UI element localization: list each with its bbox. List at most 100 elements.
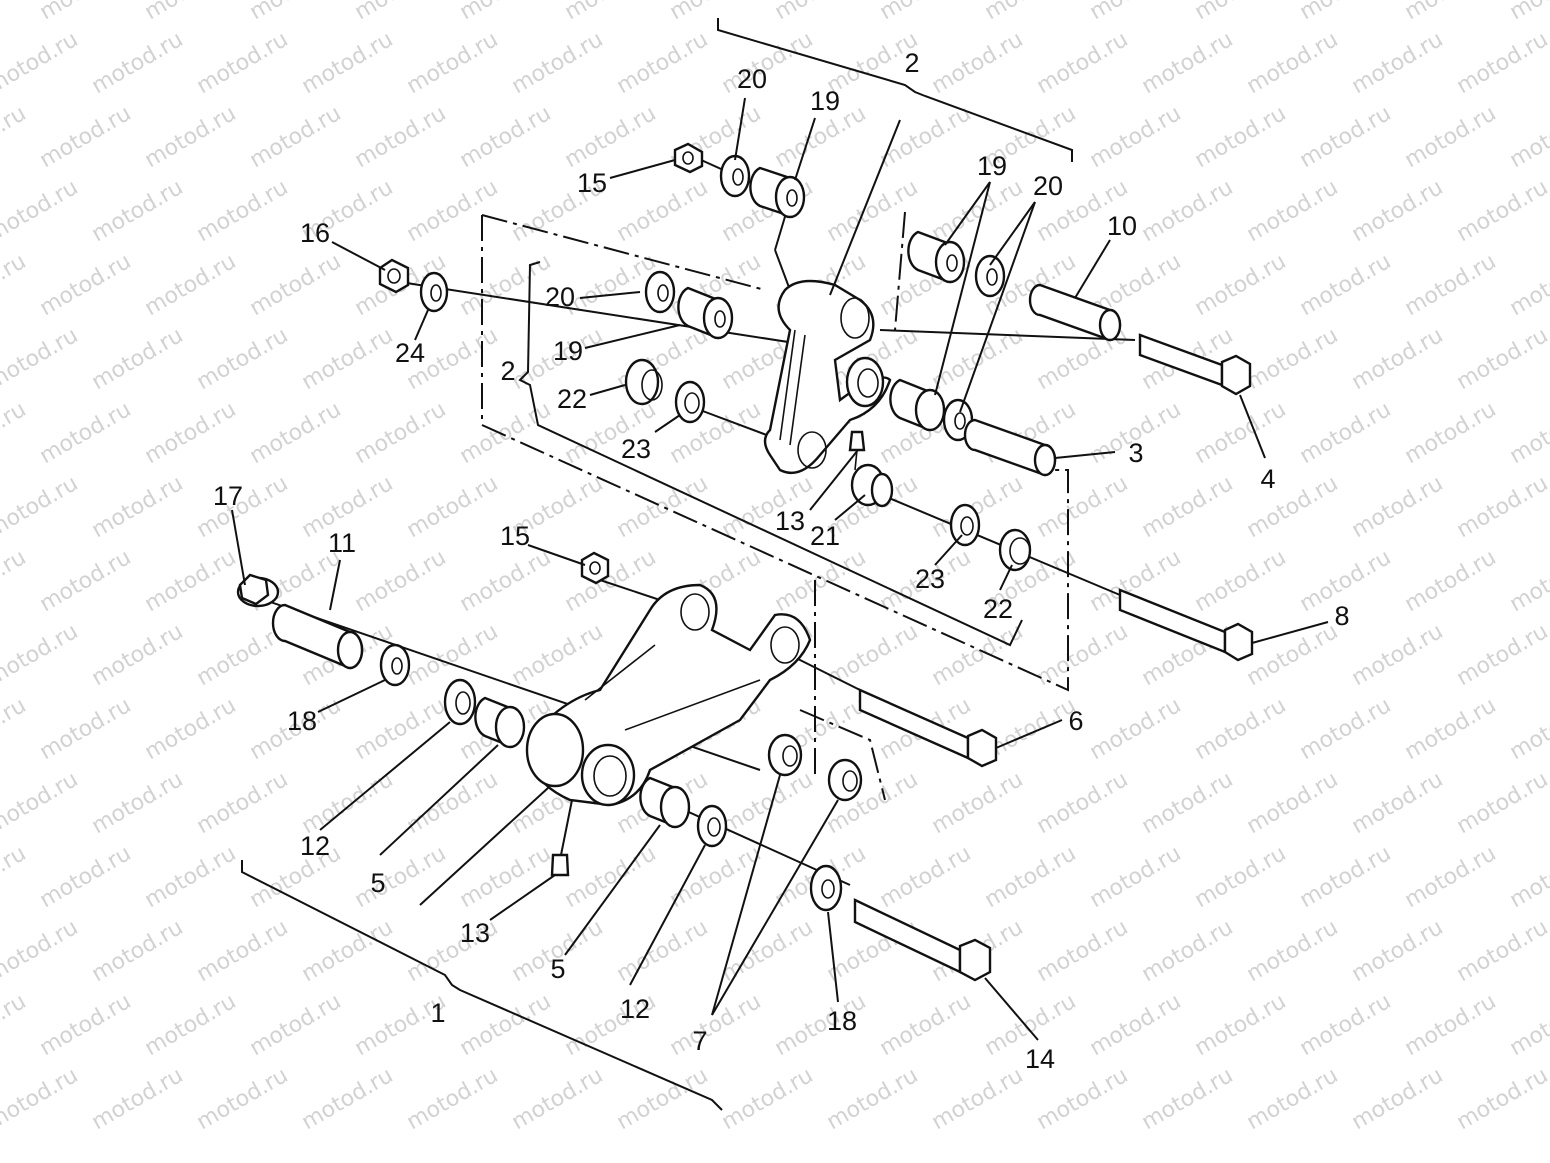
- watermark-text: motod.ru: [0, 619, 82, 691]
- watermark-text: motod.ru: [36, 0, 136, 25]
- watermark-text: motod.ru: [1401, 101, 1501, 173]
- watermark-text: motod.ru: [1401, 545, 1501, 617]
- watermark-text: motod.ru: [928, 767, 1028, 839]
- watermark-text: motod.ru: [928, 175, 1028, 247]
- watermark-text: motod.ru: [141, 841, 241, 913]
- watermark-text: motod.ru: [1191, 693, 1291, 765]
- callout-21: 21: [810, 521, 840, 551]
- callout-22-right: 22: [983, 594, 1013, 624]
- watermark-text: motod.ru: [561, 545, 661, 617]
- watermark-text: motod.ru: [928, 27, 1028, 99]
- watermark-text: motod.ru: [1243, 1063, 1343, 1135]
- watermark-text: motod.ru: [193, 767, 293, 839]
- watermark-text: motod.ru: [88, 175, 188, 247]
- watermark-text: motod.ru: [876, 101, 976, 173]
- watermark-text: motod.ru: [141, 545, 241, 617]
- watermark-text: motod.ru: [613, 27, 713, 99]
- watermark-text: motod.ru: [1348, 1063, 1448, 1135]
- watermark-text: motod.ru: [823, 619, 923, 691]
- watermark-text: motod.ru: [666, 0, 766, 25]
- watermark-text: motod.ru: [876, 0, 976, 25]
- watermark-text: motod.ru: [1296, 693, 1396, 765]
- washer-24: [419, 271, 449, 313]
- callout-19-mid: 19: [553, 336, 583, 366]
- collar-10: [1028, 283, 1122, 342]
- watermark-text: motod.ru: [403, 1063, 503, 1135]
- watermark-text: motod.ru: [36, 101, 136, 173]
- watermark-text: motod.ru: [88, 619, 188, 691]
- callout-19-right: 19: [977, 151, 1007, 181]
- watermark-text: motod.ru: [1191, 545, 1291, 617]
- watermark-text: motod.ru: [141, 101, 241, 173]
- parts: [236, 142, 1254, 982]
- watermark-text: motod.ru: [193, 323, 293, 395]
- watermark-text: motod.ru: [0, 767, 82, 839]
- watermark-text: motod.ru: [1453, 1063, 1550, 1135]
- watermark-text: motod.ru: [36, 841, 136, 913]
- callout-23-right: 23: [915, 564, 945, 594]
- watermark-text: motod.ru: [193, 1063, 293, 1135]
- watermark-text: motod.ru: [456, 841, 556, 913]
- watermark-text: motod.ru: [1086, 101, 1186, 173]
- bearing-5-right: [639, 776, 691, 829]
- callout-3: 3: [1128, 438, 1143, 468]
- callout-14: 14: [1025, 1044, 1055, 1074]
- watermark-text: motod.ru: [1453, 619, 1550, 691]
- watermark-text: motod.ru: [1138, 175, 1238, 247]
- watermark-text: motod.ru: [0, 989, 30, 1061]
- watermark-text: motod.ru: [1348, 619, 1448, 691]
- watermark-text: motod.ru: [1296, 101, 1396, 173]
- grease-nipple-13-mid: [848, 430, 866, 471]
- watermark-text: motod.ru: [1243, 915, 1343, 987]
- bolt-4: [1138, 333, 1252, 396]
- watermark-text: motod.ru: [1453, 175, 1550, 247]
- watermark-text: motod.ru: [0, 471, 82, 543]
- watermark-text: motod.ru: [456, 101, 556, 173]
- watermark-text: motod.ru: [246, 841, 346, 913]
- watermark-text: motod.ru: [1401, 249, 1501, 321]
- bushing-19-top: [749, 166, 806, 219]
- spacer-7-b: [827, 758, 863, 802]
- callout-19-top: 19: [810, 86, 840, 116]
- watermark-text: motod.ru: [1506, 841, 1550, 913]
- watermark-text: motod.ru: [1243, 767, 1343, 839]
- watermark-text: motod.ru: [718, 1063, 818, 1135]
- washer-20-top: [719, 154, 751, 198]
- spacer-7-a: [767, 733, 803, 777]
- watermark-text: motod.ru: [1138, 767, 1238, 839]
- nut-15-top: [673, 142, 704, 174]
- nut-15-lower: [580, 551, 610, 585]
- watermark-text: motod.ru: [1191, 101, 1291, 173]
- watermark-text: motod.ru: [613, 175, 713, 247]
- callout-5-right: 5: [550, 954, 565, 984]
- callout-22-mid: 22: [557, 384, 587, 414]
- watermark-text: motod.ru: [141, 693, 241, 765]
- watermark-text: motod.ru: [456, 545, 556, 617]
- watermark-text: motod.ru: [351, 545, 451, 617]
- watermark-text: motod.ru: [193, 915, 293, 987]
- watermark-text: motod.ru: [1086, 989, 1186, 1061]
- watermark-text: motod.ru: [823, 175, 923, 247]
- bearing-21: [850, 463, 894, 508]
- watermark-text: motod.ru: [1348, 27, 1448, 99]
- watermark-text: motod.ru: [1401, 989, 1501, 1061]
- watermark-text: motod.ru: [561, 249, 661, 321]
- watermark-text: motod.ru: [1138, 915, 1238, 987]
- watermark-text: motod.ru: [88, 1063, 188, 1135]
- watermark-text: motod.ru: [1296, 841, 1396, 913]
- watermark-text: motod.ru: [246, 0, 346, 25]
- watermark-text: motod.ru: [298, 1063, 398, 1135]
- watermark-text: motod.ru: [1453, 767, 1550, 839]
- watermark-text: motod.ru: [1296, 249, 1396, 321]
- watermark-text: motod.ru: [1296, 0, 1396, 25]
- callout-24: 24: [395, 338, 425, 368]
- nut-17: [236, 573, 280, 608]
- watermark-text: motod.ru: [718, 767, 818, 839]
- callout-15-top: 15: [577, 168, 607, 198]
- collar-11: [271, 603, 364, 670]
- callout-10: 10: [1107, 211, 1137, 241]
- watermark-text: motod.ru: [351, 101, 451, 173]
- bushing-19-mid: [677, 286, 734, 340]
- watermark-text: motod.ru: [36, 397, 136, 469]
- watermark-text: motod.ru: [1506, 545, 1550, 617]
